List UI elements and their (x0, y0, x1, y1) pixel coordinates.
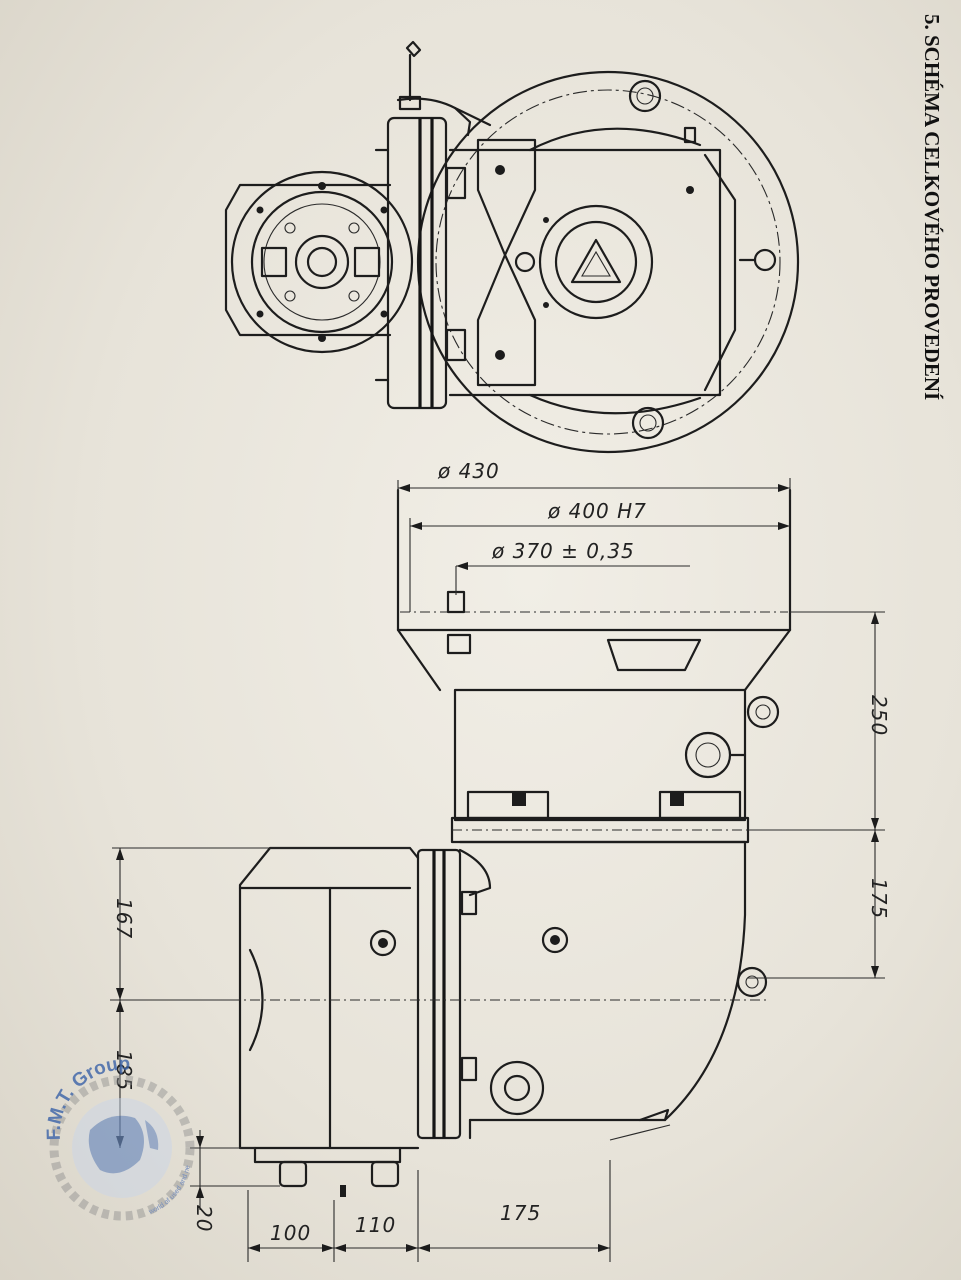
globe-icon (72, 1098, 172, 1198)
motor-flange-band (416, 848, 462, 1140)
manufacturer-logo-icon (570, 238, 622, 284)
dimension-labels: ø 430 ø 400 H7 ø 370 ± 0,35 250 175 167 … (112, 459, 891, 1245)
dim-height-20: 20 (192, 1205, 216, 1232)
motor-end-view (224, 170, 414, 354)
flange-bolt-hole-bottom (631, 406, 665, 440)
sight-glass (684, 731, 732, 779)
terminal-block-right (353, 246, 381, 278)
motor-housing-circle (230, 170, 414, 354)
side-view (110, 488, 792, 1197)
dim-width-110: 110 (355, 1213, 396, 1237)
intermediate-flange (386, 116, 448, 410)
crank-handle (396, 40, 492, 137)
dim-width-175: 175 (500, 1201, 541, 1225)
top-view (224, 40, 800, 454)
dim-height-167: 167 (112, 898, 136, 939)
flange-outer-circle (416, 70, 800, 454)
dim-width-100: 100 (270, 1221, 311, 1245)
dim-height-250: 250 (867, 695, 891, 736)
dim-diameter-370: ø 370 ± 0,35 (491, 539, 635, 563)
motor-body (238, 846, 420, 1150)
central-hub (538, 204, 654, 320)
lower-gear-housing (458, 840, 747, 1122)
top-flange-profile (396, 488, 792, 632)
drain-plug (753, 248, 777, 272)
motor-end-cap (248, 948, 264, 1052)
dimension-lines (112, 478, 885, 1262)
dim-height-175: 175 (867, 878, 891, 919)
dim-diameter-400-h7: ø 400 H7 (547, 499, 647, 523)
motor-shaft (294, 234, 350, 290)
terminal-block-left (260, 246, 288, 278)
bowtie-bracket (476, 138, 537, 387)
gear-icon (49, 1075, 195, 1221)
fmt-group-watermark: F.M.T. Group world of used and new machi… (0, 0, 195, 1221)
dim-diameter-430: ø 430 (437, 459, 500, 483)
column-body (453, 688, 747, 822)
flange-bolt-circle (435, 89, 781, 435)
gearbox-body (448, 148, 722, 397)
lower-bolt-boss (489, 1060, 545, 1116)
flange-bolt-hole-top (628, 79, 662, 113)
drawing-heading: 5. SCHÉMA CELKOVÉHO PROVEDENÍ (920, 14, 944, 400)
dim-height-185: 185 (112, 1050, 136, 1091)
watermark-tagline: world of used and new machines (0, 0, 192, 1216)
